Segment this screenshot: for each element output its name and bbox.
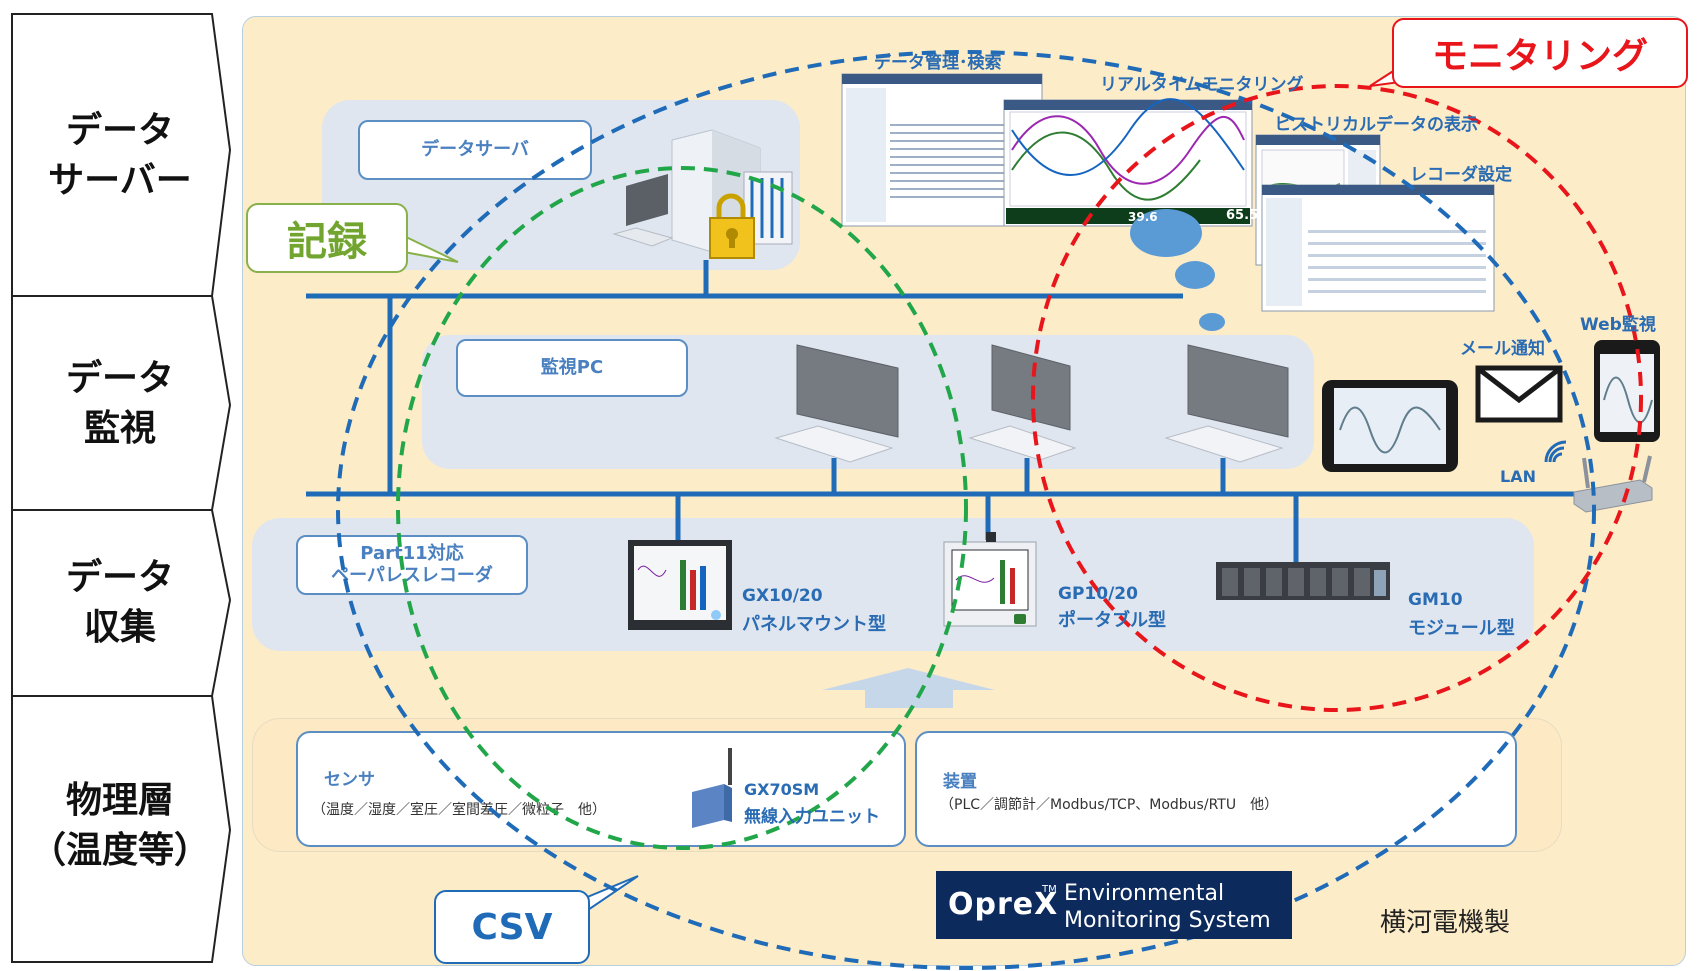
realtime-value-1: 39.6 [1128,210,1158,224]
layer-server-line2: サーバー [48,160,192,201]
historical-data-title: ヒストリカルデータの表示 [1274,115,1478,135]
mail-label: メール通知 [1460,339,1545,359]
lan-label: LAN [1500,467,1536,486]
data-flow-arrow [822,668,995,708]
layer-chevron-server [11,13,232,297]
layer-label-collection: データ収集 [0,553,240,653]
monitor-pc-3-icon [1164,344,1289,463]
realtime-monitoring-title: リアルタイムモニタリング [1100,75,1304,95]
paperless-recorder-label: Part11対応 ペーパレスレコーダ [296,535,528,595]
realtime-monitoring-screenshot [1003,98,1253,227]
mail-icon [1475,365,1563,423]
oprex-line1: Environmental [1064,881,1225,906]
realtime-value-2: 65.5 [1226,208,1259,223]
sensor-desc: （温度／湿度／室圧／室間差圧／微粒子 他） [312,802,606,818]
lock-icon [709,193,755,259]
layer-monitoring-line2: 監視 [83,408,156,449]
layer-server-line1: データ [65,110,174,151]
layer-chevron-collection [11,509,232,697]
equipment-title: 装置 [943,772,977,792]
data-server-label: データサーバ [358,120,592,180]
monitoring-callout: モニタリング [1392,18,1688,88]
web-monitoring-label: Web監視 [1580,315,1656,335]
layer-chevron-physical [11,695,232,963]
layer-label-monitoring: データ監視 [0,354,240,454]
gx-type: パネルマウント型 [742,614,886,635]
layer-chevron-frame [11,13,232,963]
gp-model: GP10/20 [1058,584,1138,604]
recording-callout: 記録 [246,203,408,273]
layer-physical-line2: （温度等） [29,830,210,871]
recorder-settings-title: レコーダ設定 [1410,165,1512,185]
monitor-pc-2-icon [968,344,1077,461]
wireless-unit-icon [692,748,732,828]
csv-callout: CSV [434,890,590,964]
gm-type: モジュール型 [1408,618,1515,639]
tablet-icon [1322,380,1458,472]
layer-label-physical: 物理層 （温度等） [0,776,240,876]
equipment-desc: （PLC／調節計／Modbus/TCP、Modbus/RTU 他） [940,797,1279,813]
gx-recorder-icon [628,540,732,630]
monitoring-scope-ellipse [1031,84,1643,712]
layer-physical-line1: 物理層 [65,780,174,821]
wireless-desc: 無線入力ユニット [744,807,880,827]
network-lines [306,260,1592,565]
gm-model: GM10 [1408,590,1463,610]
layer-chevron-monitoring [11,295,232,511]
thought-bubble-icon [1130,209,1225,331]
router-icon [1573,455,1653,513]
layer-collection-line2: 収集 [83,607,156,648]
monitor-pc-label: 監視PC [456,339,688,397]
gm10-module-icon [1216,562,1390,600]
layer-collection-line1: データ [65,557,174,598]
sensor-title: センサ [324,770,375,790]
oprex-logo: OpreX TM Environmental Monitoring System [936,871,1292,939]
gp-type: ポータブル型 [1058,610,1166,631]
server-monitor-icon [612,174,674,247]
gx-model: GX10/20 [742,586,823,606]
sensor-box [296,731,906,847]
csv-callout-pointer [584,875,639,914]
layer-label-server: データサーバー [0,106,240,206]
wireless-model: GX70SM [744,780,820,799]
monitor-pc-1-icon [774,344,899,463]
wifi-icon [1544,440,1567,463]
oprex-line2: Monitoring System [1064,908,1271,933]
recording-scope-ellipse [396,166,968,850]
data-management-title: データ管理･検索 [874,53,1002,73]
smartphone-icon [1594,340,1660,442]
recorder-settings-screenshot [1261,184,1495,312]
oprex-tm: TM [1042,884,1057,895]
csv-scope-ellipse [336,50,1596,970]
oprex-brand: OpreX [948,887,1059,922]
maker-label: 横河電機製 [1380,908,1511,938]
layer-monitoring-line1: データ [65,358,174,399]
